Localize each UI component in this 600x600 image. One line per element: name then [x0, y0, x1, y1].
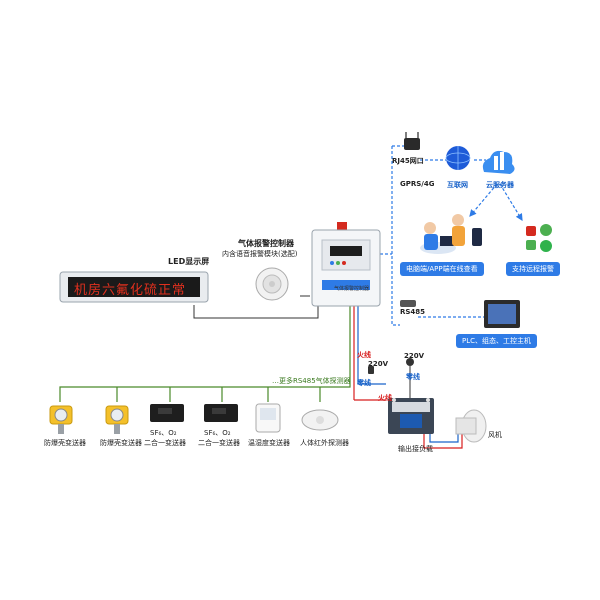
led-wire [193, 305, 319, 319]
detector-sf6-o2-1 [150, 404, 184, 422]
alarm-controller [311, 222, 381, 307]
cloud-server-icon [482, 150, 515, 174]
alarm-lamp [337, 222, 347, 230]
detector-explosion-proof-2 [105, 405, 129, 434]
label-cloud-server: 云服务器 [486, 181, 514, 189]
detector-label-3b: 二合一变送器 [144, 439, 186, 447]
alert-icons [526, 224, 552, 252]
led-display [59, 271, 209, 303]
rs485-connector-icon [400, 300, 416, 307]
bus-drops [116, 387, 321, 402]
label-gprs: GPRS/4G [400, 180, 435, 188]
label-neutral-1: 零线 [357, 379, 371, 387]
ac-contactor [388, 398, 434, 434]
label-live-1: 火线 [357, 351, 371, 359]
badge-plc: PLC、组态、工控主机 [456, 334, 538, 348]
detector-label-2: 防爆壳变送器 [100, 439, 142, 447]
controller-panel-text: 气体报警控制器 [334, 286, 370, 292]
label-more-rs485: …更多RS485气体探测器 [272, 377, 351, 385]
plug-icon-left [368, 366, 374, 374]
detector-pir [301, 409, 339, 431]
detector-label-1: 防爆壳变送器 [44, 439, 86, 447]
router-icon [404, 132, 420, 150]
cloud-to-alarm-arrow [499, 183, 523, 222]
label-internet: 互联网 [447, 181, 468, 189]
detector-label-4a: SF₆、O₂ [204, 429, 231, 437]
power-plug-icon [406, 358, 414, 366]
rs485-bus [59, 302, 351, 402]
fan-icon [455, 409, 487, 443]
label-output-contactor: 输出接负载 [398, 445, 433, 453]
badge-pc-app-view: 电脑端/APP端在线查看 [400, 262, 484, 276]
led-label: LED显示屏 [168, 257, 210, 266]
user-workstation-illustration [420, 214, 482, 254]
speaker-module [255, 267, 289, 301]
detector-label-3a: SF₆、O₂ [150, 429, 177, 437]
detector-label-4b: 二合一变送器 [198, 439, 240, 447]
industrial-pc-icon [484, 300, 520, 328]
label-neutral-2: 零线 [406, 373, 420, 381]
detector-explosion-proof-1 [49, 405, 73, 434]
label-220v-1: 220V [368, 360, 389, 368]
controller-title: 气体报警控制器 [238, 239, 294, 248]
relay-blue-wire [357, 302, 386, 385]
globe-icon [445, 146, 471, 170]
controller-subtitle: 内含语音报警模块(选配) [222, 250, 298, 258]
fan-blue-wire [429, 426, 459, 443]
cloud-to-user-arrow [469, 183, 498, 217]
fan-red-wire [423, 430, 463, 449]
led-scroll-text: 机房六氟化硫正常 [74, 283, 187, 298]
label-220v-2: 220V [404, 352, 425, 360]
detector-label-6: 人体红外探测器 [300, 439, 349, 447]
detector-temp-humidity [255, 403, 281, 433]
label-rs485: RS485 [400, 308, 426, 316]
label-rj45: RJ45网口 [392, 157, 424, 165]
label-live-2: 火线 [378, 394, 392, 402]
detector-sf6-o2-2 [204, 404, 238, 422]
label-fan: 风机 [488, 431, 502, 439]
detector-label-5: 温湿度变送器 [248, 439, 290, 447]
network-dashed-line [391, 146, 400, 326]
badge-remote-alarm: 支持远程报警 [506, 262, 560, 276]
